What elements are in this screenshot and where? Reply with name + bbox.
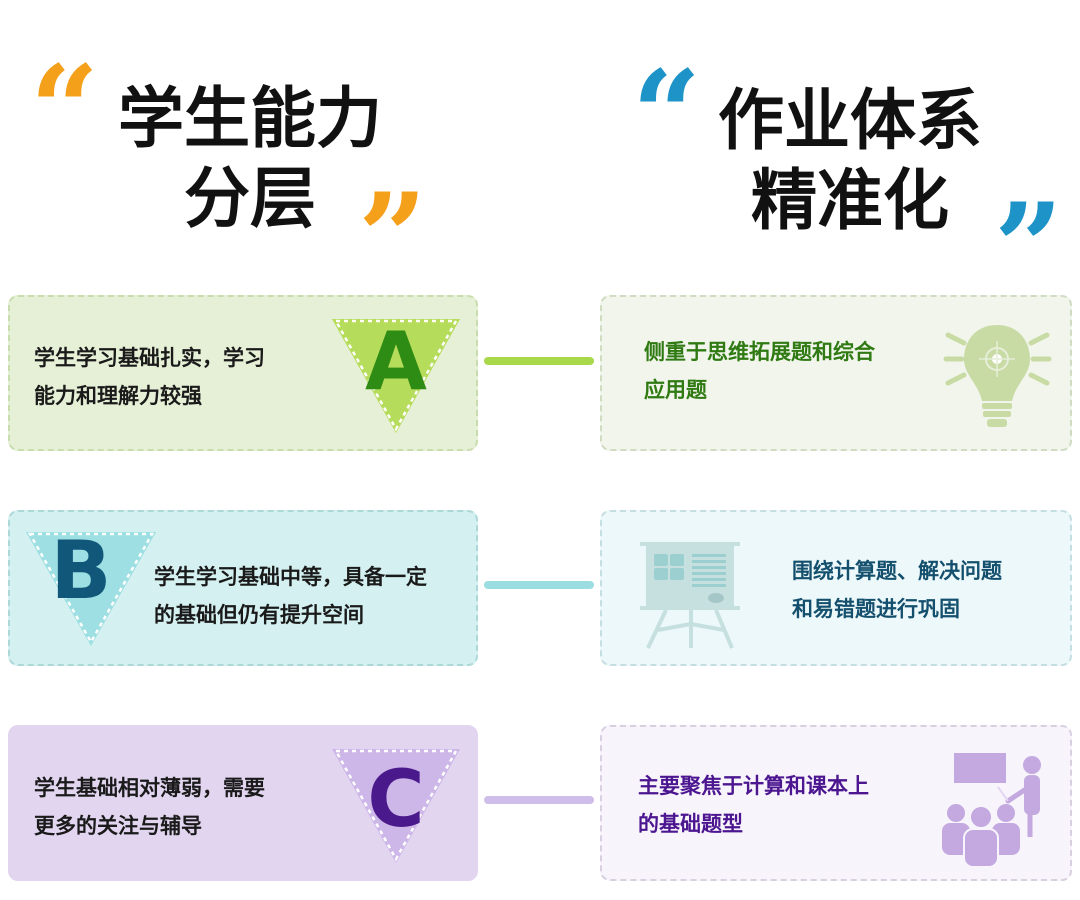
homework-level-a-text: 侧重于思维拓展题和综合 应用题	[644, 333, 875, 409]
homework-level-c-text: 主要聚焦于计算和课本上 的基础题型	[638, 767, 869, 843]
student-level-c-card: 学生基础相对薄弱，需要 更多的关注与辅导 C	[8, 725, 478, 881]
text-line: 学生基础相对薄弱，需要	[34, 776, 265, 800]
lightbulb-icon	[940, 323, 1055, 437]
text-line: 主要聚焦于计算和课本上	[638, 774, 869, 798]
level-b-letter: B	[50, 524, 112, 617]
homework-level-a-card: 侧重于思维拓展题和综合 应用题	[600, 295, 1072, 451]
right-title-line2: 精准化	[751, 161, 949, 239]
teacher-class-icon	[940, 747, 1050, 871]
level-c-letter: C	[367, 755, 425, 845]
level-c-badge: C	[330, 747, 462, 865]
text-line: 的基础题型	[638, 812, 743, 836]
homework-level-b-card: 围绕计算题、解决问题 和易错题进行巩固	[600, 510, 1072, 666]
student-level-a-card: 学生学习基础扎实，学习 能力和理解力较强 A	[8, 295, 478, 451]
connector-a	[484, 357, 594, 365]
connector-b	[484, 581, 594, 589]
text-line: 学生学习基础中等，具备一定	[154, 565, 427, 589]
left-open-quote: “	[30, 39, 100, 180]
homework-level-c-card: 主要聚焦于计算和课本上 的基础题型	[600, 725, 1072, 881]
text-line: 和易错题进行巩固	[792, 597, 960, 621]
right-close-quote: ”	[994, 177, 1064, 318]
level-b-badge: B	[24, 526, 158, 648]
connector-c	[484, 796, 594, 804]
text-line: 侧重于思维拓展题和综合	[644, 340, 875, 364]
student-level-a-text: 学生学习基础扎实，学习 能力和理解力较强	[34, 339, 265, 415]
left-title: 学生能力 分层	[100, 78, 400, 238]
text-line: 围绕计算题、解决问题	[792, 559, 1002, 583]
student-level-c-text: 学生基础相对薄弱，需要 更多的关注与辅导	[34, 769, 265, 845]
triangle-shape	[332, 749, 460, 863]
presentation-board-icon	[636, 540, 746, 654]
right-open-quote: “	[632, 44, 702, 185]
text-line: 能力和理解力较强	[34, 384, 202, 408]
homework-level-b-text: 围绕计算题、解决问题 和易错题进行巩固	[792, 552, 1002, 628]
text-line: 更多的关注与辅导	[34, 814, 202, 838]
left-title-line2: 分层	[184, 159, 316, 237]
right-title-line1: 作业体系	[718, 81, 982, 159]
triangle-shape	[332, 319, 460, 433]
text-line: 的基础但仍有提升空间	[154, 603, 364, 627]
student-level-b-text: 学生学习基础中等，具备一定 的基础但仍有提升空间	[154, 558, 427, 634]
level-a-letter: A	[365, 315, 427, 408]
level-a-badge: A	[330, 317, 462, 435]
triangle-shape	[26, 532, 156, 646]
text-line: 应用题	[644, 378, 707, 402]
text-line: 学生学习基础扎实，学习	[34, 346, 265, 370]
right-title: 作业体系 精准化	[700, 80, 1000, 240]
left-title-line1: 学生能力	[118, 79, 382, 157]
left-close-quote: ”	[358, 167, 428, 308]
student-level-b-card: B 学生学习基础中等，具备一定 的基础但仍有提升空间	[8, 510, 478, 666]
